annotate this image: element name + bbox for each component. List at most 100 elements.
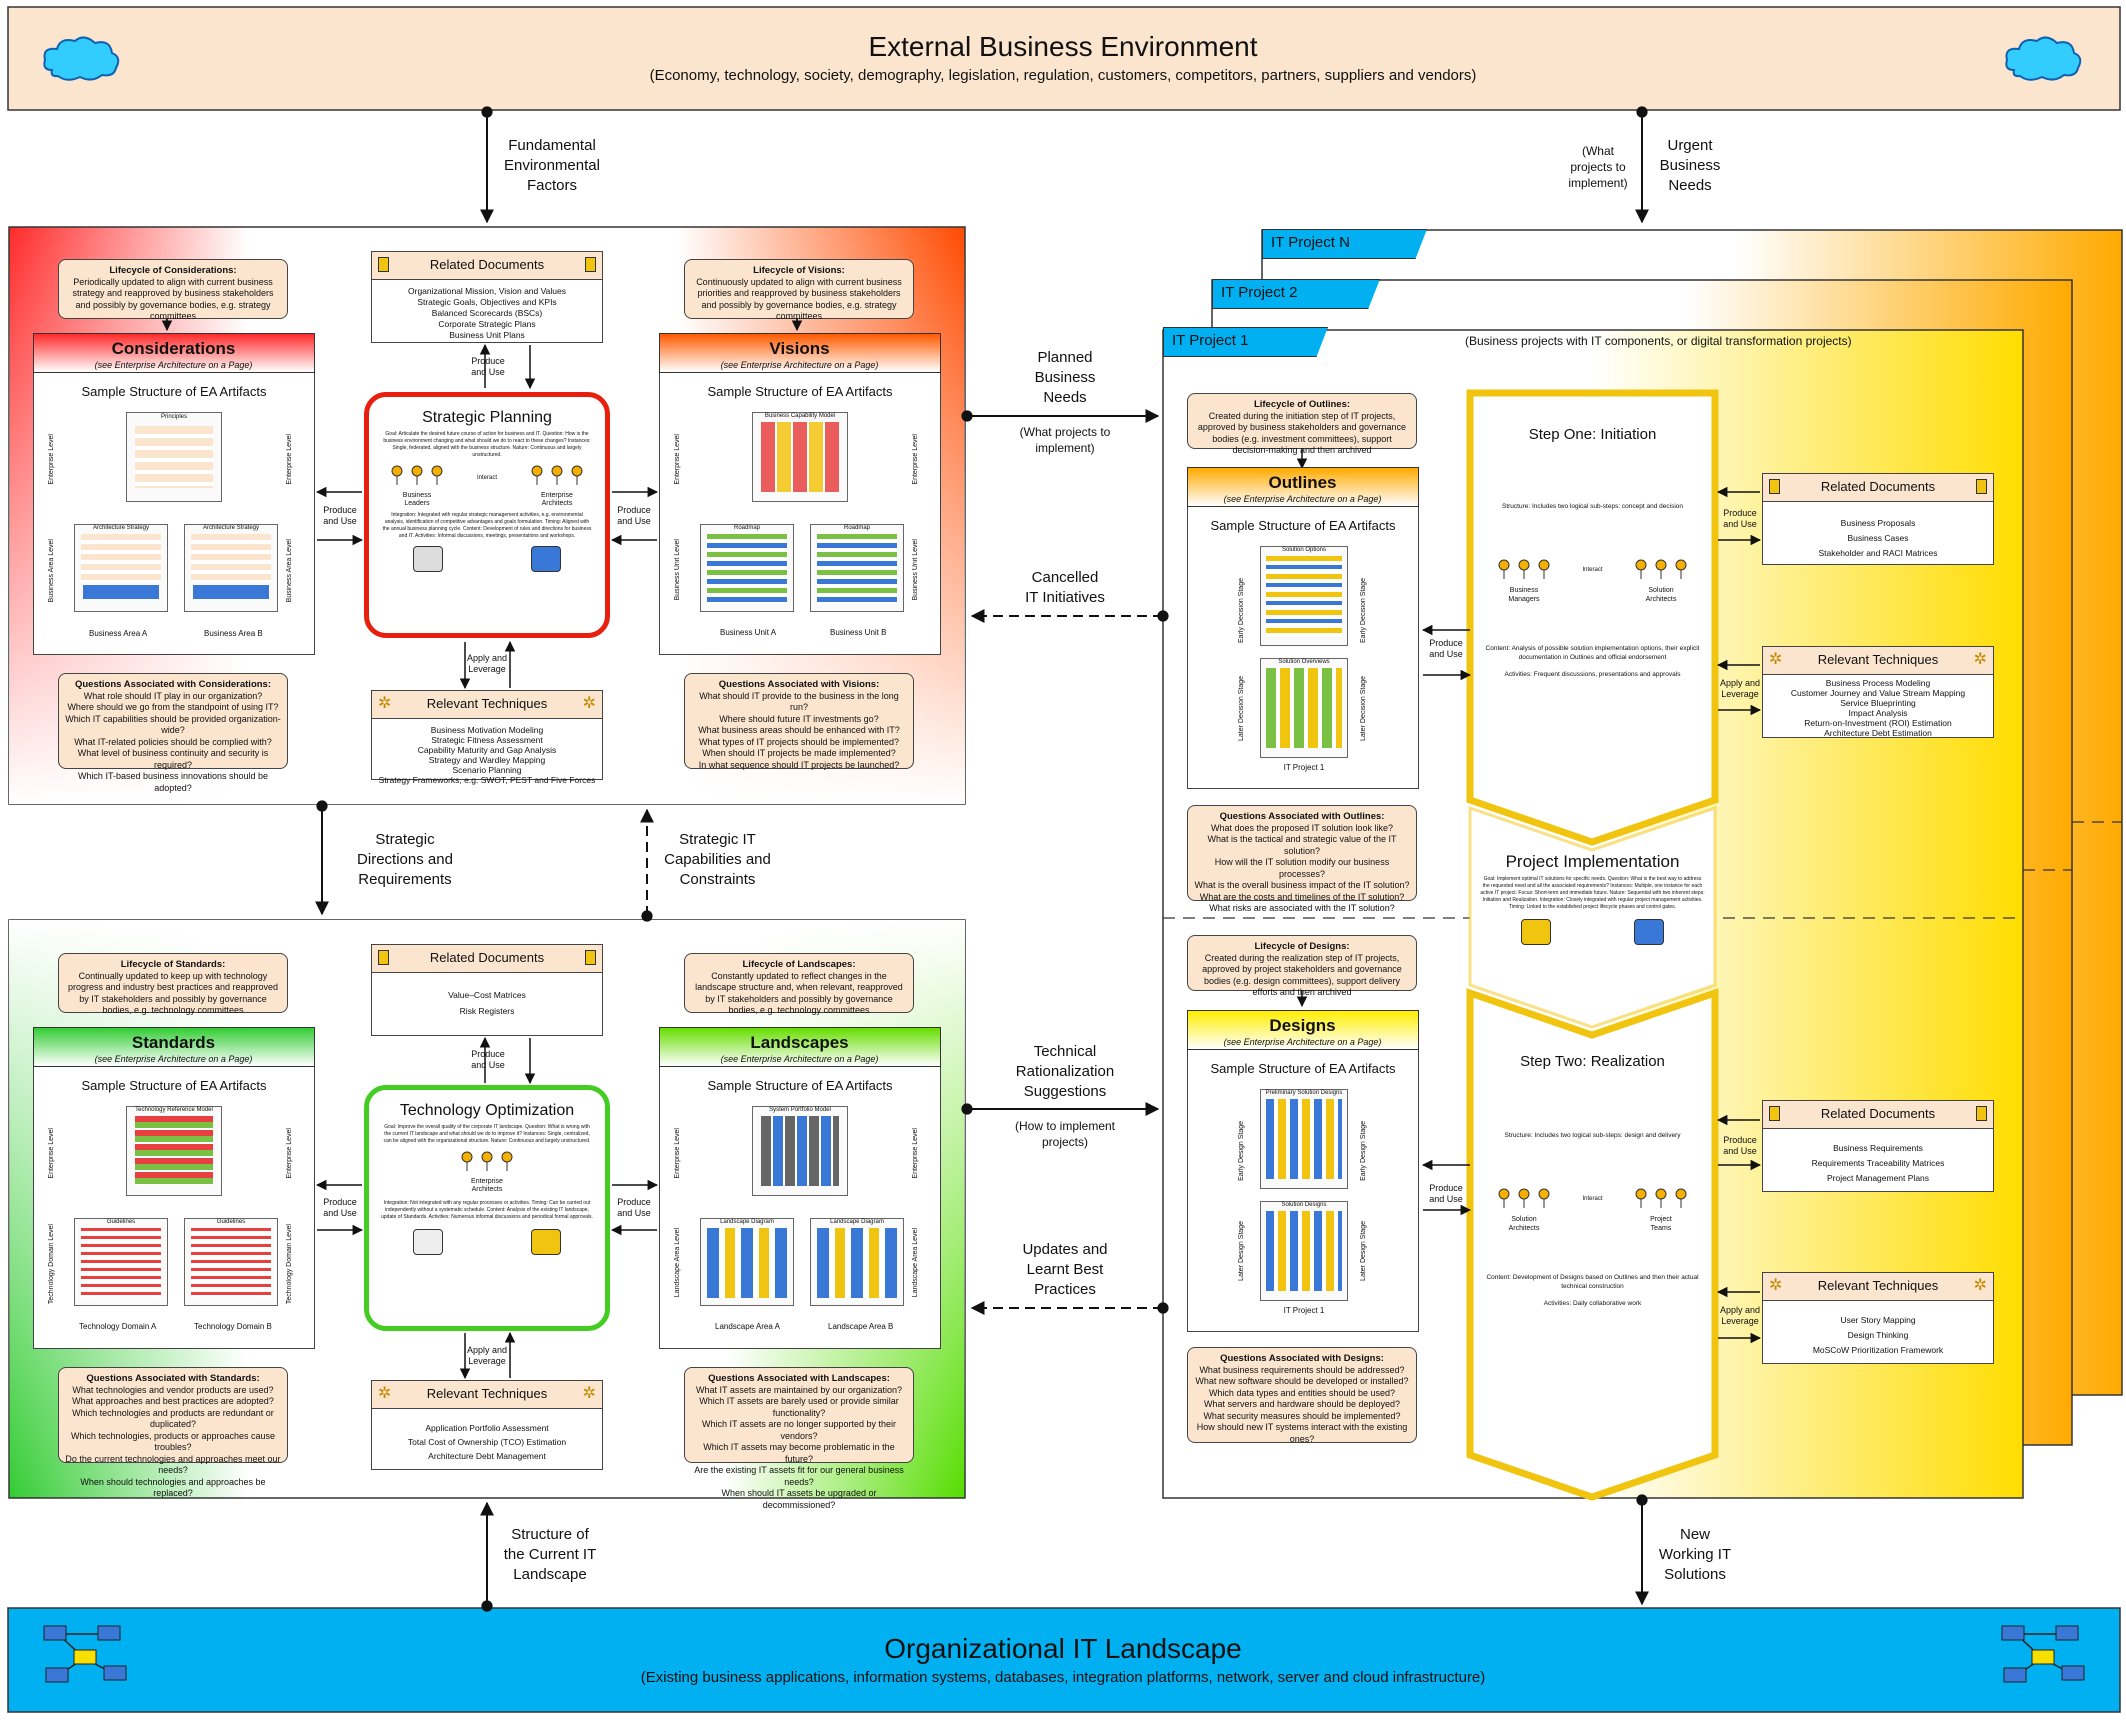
produce-use-label: Produce and Use	[323, 1197, 357, 1218]
technique-item: MoSCoW Prioritization Framework	[1812, 1345, 1944, 1355]
person-icon	[1498, 559, 1550, 579]
relevant-techniques-label: Relevant Techniques	[426, 1386, 548, 1401]
question: How should new IT systems interact with …	[1196, 1422, 1408, 1444]
project-footer: IT Project 1	[1283, 763, 1325, 772]
stage-label: Later Decision Stage	[1238, 676, 1245, 741]
document-item: Business Unit Plans	[449, 330, 525, 340]
question: Which IT capabilities should be provided…	[65, 713, 281, 736]
technology-optimization-documents: Related Documents Value–Cost Matrices Ri…	[371, 944, 603, 1036]
preliminary-designs-thumbnail: Preliminary Solution Designs	[1260, 1089, 1348, 1189]
tab-it-project-2[interactable]: IT Project 2	[1212, 279, 1380, 309]
computer-icon	[1633, 919, 1664, 945]
considerations-header: Considerations (see Enterprise Architect…	[32, 332, 315, 373]
document-icon	[585, 257, 596, 272]
technology-reference-model-thumbnail: Technology Reference Model	[126, 1106, 222, 1196]
roadmap-label: Roadmap	[843, 525, 870, 531]
technique-item: Design Thinking	[1847, 1330, 1909, 1340]
question: What are the costs and timelines of the …	[1199, 891, 1405, 902]
computer-icon	[531, 546, 561, 572]
question: In what sequence should IT projects be l…	[698, 759, 900, 770]
portfolio-icon	[413, 546, 443, 572]
question: How will the IT solution modify our busi…	[1214, 857, 1390, 879]
standards-questions: Questions Associated with Standards: Wha…	[58, 1367, 288, 1498]
visions-see: (see Enterprise Architecture on a Page)	[720, 359, 879, 370]
gear-icon: ✲	[582, 1385, 596, 1402]
produce-use-label: Produce and Use	[1429, 638, 1463, 659]
document-item: Business Proposals	[1840, 518, 1916, 528]
level-label: Enterprise Level	[674, 434, 681, 485]
visions-title: Visions	[769, 338, 830, 358]
roadmap-thumbnail: Roadmap	[810, 524, 904, 612]
technique-item: Scenario Planning	[452, 765, 522, 775]
tab-it-project-n[interactable]: IT Project N	[1262, 229, 1427, 259]
visions-lifecycle-text: Continuously updated to align with curre…	[696, 276, 902, 322]
question: Where should future IT investments go?	[719, 713, 879, 724]
technique-item: Return-on-Investment (ROI) Estimation	[1804, 718, 1952, 728]
diagram-icon	[413, 1229, 443, 1255]
roadmap-label: Roadmap	[733, 525, 760, 531]
designs-lifecycle-text: Created during the realization step of I…	[1202, 952, 1402, 998]
question: What technologies and vendor products ar…	[72, 1384, 274, 1395]
considerations-see: (see Enterprise Architecture on a Page)	[94, 359, 253, 370]
question: What business requirements should be add…	[1199, 1364, 1405, 1375]
gear-icon: ✲	[1769, 1277, 1783, 1294]
stage-label: Later Design Stage	[1360, 1221, 1367, 1281]
technique-item: Strategy Frameworks, e.g. SWOT, PEST and…	[378, 775, 596, 785]
area-label: Business Area B	[204, 629, 263, 638]
technology-reference-model-label: Technology Reference Model	[135, 1107, 213, 1113]
produce-use-label: Produce and Use	[1723, 508, 1757, 529]
label-new-solutions: New Working IT Solutions	[1658, 1526, 1732, 1583]
level-label: Landscape Area Level	[674, 1228, 681, 1298]
architecture-strategy-label: Architecture Strategy	[202, 525, 260, 531]
question: What IT assets are maintained by our org…	[696, 1384, 902, 1395]
document-item: Organizational Mission, Vision and Value…	[408, 286, 566, 296]
question: What should IT provide to the business i…	[699, 690, 899, 713]
document-item: Value–Cost Matrices	[448, 990, 526, 1000]
related-documents-label: Related Documents	[429, 950, 545, 965]
interact-label: Interact	[1582, 1196, 1603, 1202]
solution-designs-label: Solution Designs	[1281, 1202, 1327, 1208]
question: Where should we go from the standpoint o…	[67, 702, 279, 712]
related-documents-label: Related Documents	[429, 257, 545, 272]
document-icon	[1769, 479, 1780, 494]
related-documents-header: Related Documents	[372, 252, 602, 280]
principles-thumbnail: Principles	[126, 412, 222, 502]
label-tech-rationalization-sub: (How to implement projects)	[1014, 1119, 1116, 1149]
related-documents-label: Related Documents	[1820, 1106, 1936, 1121]
level-label: Enterprise Level	[48, 434, 55, 485]
project-implementation-title: Project Implementation	[1505, 852, 1680, 871]
project-implementation: Project Implementation Goal: Implement o…	[1480, 852, 1705, 945]
standards-questions-title: Questions Associated with Standards:	[86, 1373, 260, 1384]
tab-it-project-1[interactable]: IT Project 1	[1163, 327, 1328, 357]
landscapes-see: (see Enterprise Architecture on a Page)	[720, 1053, 879, 1064]
document-item: Business Cases	[1847, 533, 1909, 543]
stage-label: Early Design Stage	[1238, 1121, 1245, 1181]
technique-item: User Story Mapping	[1840, 1315, 1916, 1325]
solution-options-label: Solution Options	[1281, 547, 1327, 553]
strategic-planning-techniques: ✲ Relevant Techniques ✲ Business Motivat…	[371, 690, 603, 785]
preliminary-designs-label: Preliminary Solution Designs	[1265, 1090, 1343, 1096]
document-icon	[378, 950, 389, 965]
apply-leverage-label: Apply and Leverage	[466, 1345, 508, 1366]
question: What is the overall business impact of t…	[1194, 880, 1410, 890]
strategic-planning-body2: Integration: Integrated with regular str…	[382, 512, 592, 539]
label-updates: Updates and Learnt Best Practices	[1022, 1241, 1108, 1298]
technique-item: Service Blueprinting	[1840, 698, 1916, 708]
area-label: Technology Domain A	[79, 1322, 157, 1331]
roadmap-thumbnail: Roadmap	[700, 524, 794, 612]
gear-icon: ✲	[1973, 651, 1987, 668]
diagram-icon	[531, 1229, 561, 1255]
role-label: Solution Architects	[1645, 587, 1677, 603]
strategic-planning-body: Goal: Articulate the desired future cour…	[383, 431, 591, 458]
considerations-sample: Sample Structure of EA Artifacts	[81, 384, 267, 399]
visions-header: Visions (see Enterprise Architecture on …	[658, 332, 941, 373]
outlines-lifecycle: Lifecycle of Outlines: Created during th…	[1187, 393, 1417, 455]
question: What does the proposed IT solution look …	[1211, 822, 1393, 833]
outlines-header: Outlines (see Enterprise Architecture on…	[1186, 466, 1419, 507]
produce-use-label: Produce and Use	[323, 505, 357, 526]
role-label: Business Leaders	[402, 492, 432, 507]
lightbulb-icon	[1521, 919, 1552, 945]
step-two-structure: Structure: Includes two logical sub-step…	[1504, 1132, 1681, 1139]
relevant-techniques-label: Relevant Techniques	[1817, 1278, 1939, 1293]
